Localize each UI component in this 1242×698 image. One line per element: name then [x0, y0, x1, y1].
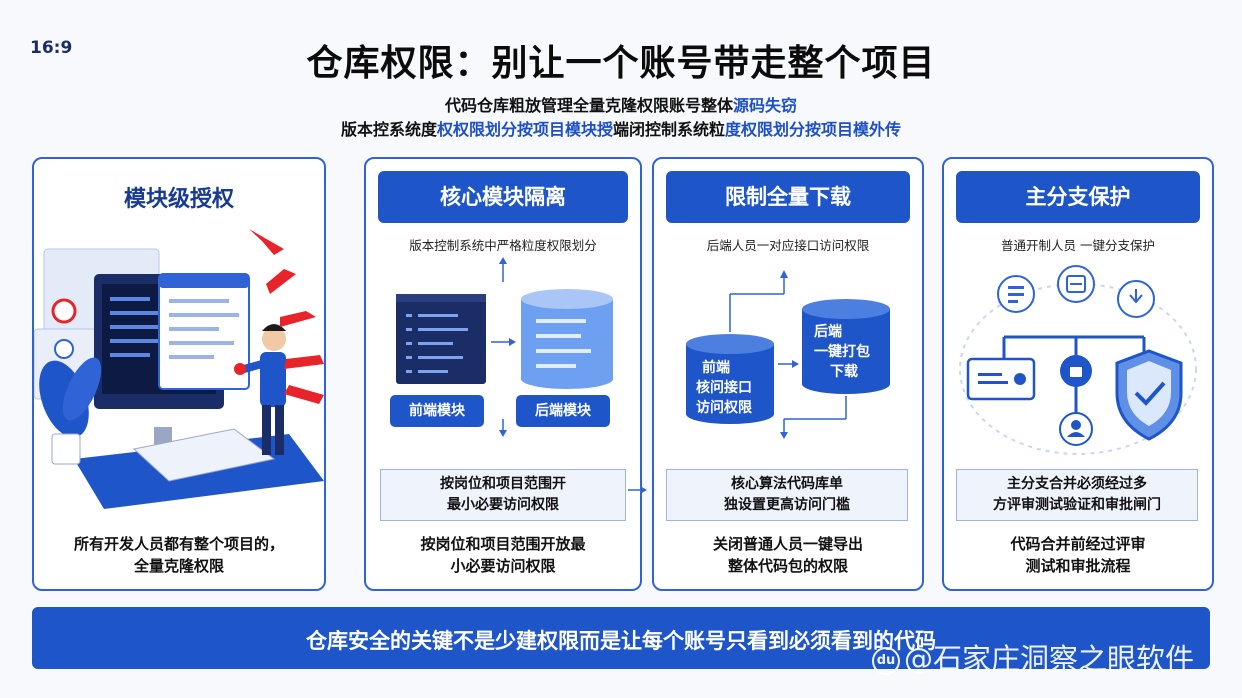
flow-arrow-icon [628, 486, 647, 494]
subtitle-1-highlight: 源码失窃 [733, 96, 798, 115]
panel-3-header: 限制全量下载 [666, 171, 910, 223]
person-icon [240, 324, 286, 455]
panel-2-note-1: 按岗位和项目范围开 [440, 476, 566, 492]
lock-icon [1060, 355, 1092, 387]
document-icon [997, 275, 1035, 313]
subtitle-2-highlight-a: 权权限划分按项目模块授 [436, 120, 613, 139]
developer-illustration [34, 229, 324, 509]
panel-3-caption: 后端人员一对应接口访问权限 [706, 238, 870, 253]
panel-4-note-box: 主分支合并必须经过多 方评审测试验证和审批闸门 [956, 469, 1198, 521]
panel-3-bottom-text-1: 关闭普通人员一键导出 [712, 535, 863, 553]
user-icon [1059, 412, 1093, 446]
module-diagram [396, 257, 613, 437]
left-cylinder-text-1: 前端 [702, 359, 730, 376]
left-cylinder-text-3: 访问权限 [696, 399, 752, 416]
alert-badge-icon [51, 298, 77, 324]
panel-2-bottom-text-2: 小必要访问权限 [450, 557, 556, 575]
code-window-icon [396, 294, 486, 384]
panel-2-note-box: 按岗位和项目范围开 最小必要访问权限 [380, 469, 626, 521]
panel-2-bottom-text-1: 按岗位和项目范围开放最 [420, 535, 586, 553]
database-icon [686, 334, 774, 424]
subtitle-2-plain-b: 端闭控制系统粒 [613, 120, 726, 139]
right-cylinder-text-2: 一键打包 [814, 343, 870, 360]
conclusion-banner: 仓库安全的关键不是少建权限而是让每个账号只看到必须看到的代码 [32, 607, 1210, 669]
subtitle-line-1: 代码仓库粗放管理全量克隆权限账号整体源码失窃 [0, 92, 1242, 116]
subtitle-line-2: 版本控系统度权权限划分按项目模块授端闭控制系统粒度权限划分按项目模外传 [0, 116, 1242, 140]
shield-check-icon [1115, 349, 1183, 441]
watermark-logo-icon: du [872, 647, 900, 675]
backend-module-box: 后端模块 [516, 395, 610, 427]
cylinder-diagram: 前端 核问接口 访问权限 后端 一键打包 下载 [686, 270, 890, 439]
database-icon [521, 289, 613, 389]
subtitle-1-plain: 代码仓库粗放管理全量克隆权限账号整体 [444, 96, 733, 115]
panel-4-bottom-text-1: 代码合并前经过评审 [1010, 535, 1146, 553]
server-icon [1057, 265, 1095, 303]
info-badge-icon [54, 339, 74, 359]
subtitle-2-plain-a: 版本控系统度 [340, 120, 437, 139]
right-cylinder-text-3: 下载 [830, 363, 858, 380]
panel-module-auth: 模块级授权 [32, 157, 326, 591]
panel-4-header: 主分支保护 [956, 171, 1200, 223]
subtitle-2-highlight-b: 度权限划分按项目模外传 [725, 120, 902, 139]
code-window-icon [158, 273, 250, 390]
watermark-text: @石家庄洞察之眼软件 [904, 642, 1195, 676]
panel-core-module-isolation: 核心模块隔离 版本控制系统中严格粒度权限划分 前端模块 后端模块 按岗位和项目范 [364, 157, 642, 591]
panel-2-header: 核心模块隔离 [378, 171, 628, 223]
left-cylinder-text-2: 核问接口 [696, 379, 752, 396]
branch-protection-diagram [959, 265, 1197, 455]
panel-main-branch-protection: 主分支保护 普通开制人员 一键分支保护 [942, 157, 1214, 591]
panel-1-bottom-text-2: 全量克隆权限 [133, 557, 224, 575]
panel-1-bottom-text-1: 所有开发人员都有整个项目的， [73, 535, 284, 553]
panel-3-note-2: 独设置更高访问门槛 [724, 497, 850, 513]
panel-2-caption: 版本控制系统中严格粒度权限划分 [409, 238, 597, 253]
banner-text: 仓库安全的关键不是少建权限而是让每个账号只看到必须看到的代码 [306, 629, 936, 653]
aspect-ratio-label: 16:9 [30, 38, 73, 58]
panel-3-bottom-text-2: 整体代码包的权限 [727, 557, 848, 575]
panel-4-bottom-text-2: 测试和审批流程 [1025, 557, 1131, 575]
plant-icon [39, 357, 102, 465]
keyboard [132, 428, 276, 482]
page-title: 仓库权限：别让一个账号带走整个项目 [306, 43, 936, 84]
watermark: du@石家庄洞察之眼软件 [872, 636, 1194, 678]
alert-arrows-icon [234, 229, 324, 404]
panel-2-note-2: 最小必要访问权限 [447, 497, 559, 513]
panel-3-note-box: 核心算法代码库单 独设置更高访问门槛 [666, 469, 908, 521]
frontend-module-box: 前端模块 [390, 395, 484, 427]
panel-4-caption: 普通开制人员 一键分支保护 [1001, 238, 1155, 253]
download-icon [1117, 280, 1155, 318]
right-cylinder-text-1: 后端 [814, 323, 842, 340]
panel-4-note-2: 方评审测试验证和审批闸门 [993, 497, 1161, 513]
database-icon-2 [802, 299, 890, 394]
panel-1-title: 模块级授权 [123, 187, 234, 212]
panel-3-note-1: 核心算法代码库单 [731, 476, 843, 492]
panel-limit-download: 限制全量下载 后端人员一对应接口访问权限 前端 核问接口 访问权限 后端 一键打… [652, 157, 924, 591]
card-icon [966, 357, 1036, 401]
panel-4-note-1: 主分支合并必须经过多 [1007, 476, 1147, 492]
